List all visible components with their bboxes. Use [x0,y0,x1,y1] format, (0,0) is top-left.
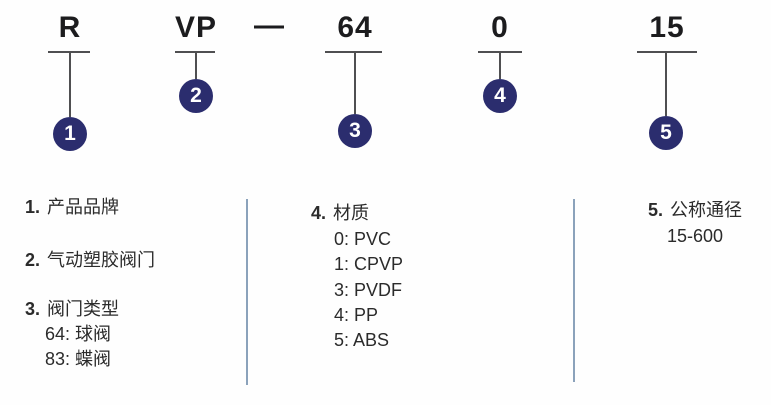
legend-divider-left [246,199,248,385]
legend-item-number: 1. [25,197,41,217]
legend-sub-material-pvc: 0: PVC [334,229,392,249]
legend-item-valve-type: 3. 阀门类型 [25,298,119,320]
legend-sub-material-abs: 5: ABS [334,330,390,350]
legend-sub-material-pvdf: 3: PVDF [334,280,403,300]
code-part-series: VP [174,11,218,44]
callout-tick-5 [637,51,697,53]
legend-item-number: 4. [311,203,327,223]
callout-connector-5 [665,52,667,116]
callout-tick-3 [325,51,382,53]
legend-item-title: 公称通径 [670,200,743,220]
legend-item-title: 阀门类型 [47,299,120,319]
code-part-material: 0 [491,11,509,44]
legend-sub-material-cpvp: 1: CPVP [334,254,404,274]
legend-item-diameter: 5. 公称通径 [648,199,742,221]
callout-connector-2 [195,52,197,79]
callout-connector-3 [354,52,356,114]
callout-circle-2: 2 [179,79,213,113]
callout-circle-4: 4 [483,79,517,113]
callout-circle-3: 3 [338,114,372,148]
legend-item-number: 5. [648,200,664,220]
legend-item-brand: 1. 产品品牌 [25,196,119,218]
legend-item-series: 2. 气动塑胶阀门 [25,249,155,271]
code-separator-dash: — [254,9,284,42]
callout-connector-4 [499,52,501,79]
legend-item-material: 4. 材质 [311,202,369,224]
code-part-diameter: 15 [649,11,685,44]
legend-sub-material-pp: 4: PP [334,305,379,325]
callout-connector-1 [69,52,71,117]
legend-sub-diameter-range: 15-600 [667,226,724,246]
legend-sub-valve-type-ball: 64: 球阀 [45,324,112,344]
legend-sub-valve-type-butterfly: 83: 蝶阀 [45,349,112,369]
legend-item-number: 2. [25,250,41,270]
legend-item-title: 气动塑胶阀门 [47,250,156,270]
legend-item-title: 产品品牌 [47,197,120,217]
legend-item-number: 3. [25,299,41,319]
legend-item-title: 材质 [333,203,370,223]
legend-divider-right [573,199,575,382]
callout-circle-1: 1 [53,117,87,151]
code-part-brand: R [58,11,82,44]
code-part-valve-type: 64 [337,11,373,44]
callout-circle-5: 5 [649,116,683,150]
